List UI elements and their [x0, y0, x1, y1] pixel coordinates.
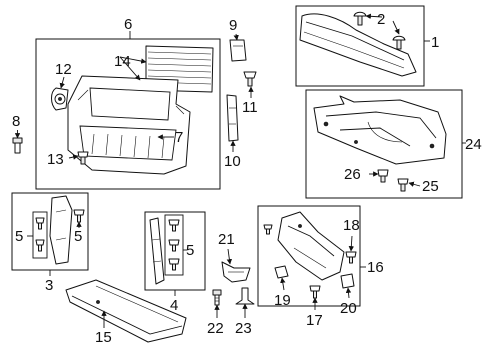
screw-set-5c [164, 214, 187, 276]
callout-20: 20 [340, 300, 357, 317]
bolt-25 [397, 178, 421, 192]
callout-6: 6 [124, 16, 132, 33]
callout-22: 22 [207, 320, 224, 337]
group-box-1 [295, 5, 430, 87]
callout-25: 25 [422, 178, 439, 195]
callout-11: 11 [242, 99, 258, 116]
callout-13: 13 [47, 151, 64, 168]
clip-20 [340, 273, 355, 299]
callout-7: 7 [175, 129, 183, 146]
bracket-10 [226, 94, 239, 152]
callout-3: 3 [45, 277, 53, 294]
callout-18: 18 [343, 217, 360, 234]
radiator-support-frame-7 [67, 75, 191, 175]
callout-23: 23 [235, 320, 252, 337]
callout-16: 16 [367, 259, 384, 276]
callout-2: 2 [377, 11, 385, 28]
bolt-8 [12, 130, 23, 154]
callout-9: 9 [229, 17, 237, 34]
deflector-4 [149, 217, 165, 285]
bracket-21 [221, 248, 251, 283]
callout-19: 19 [274, 292, 291, 309]
push-pin-2 [353, 11, 406, 50]
screw-17 [309, 285, 321, 310]
group-box-4 [144, 211, 206, 296]
group-box-6 [35, 31, 221, 190]
group-box-16 [257, 205, 366, 307]
callout-5-right: 5 [186, 242, 194, 259]
callout-14: 14 [114, 53, 131, 70]
pin-18 [345, 235, 357, 264]
callout-1: 1 [431, 34, 439, 51]
clip-26 [369, 169, 389, 183]
screw-5b [73, 209, 85, 228]
callout-labels: 1 2 3 4 5 5 5 6 7 8 9 10 11 12 13 14 15 … [12, 11, 482, 346]
callout-26: 26 [344, 166, 361, 183]
callout-21: 21 [218, 231, 235, 248]
screw-11 [243, 71, 257, 98]
stud-22 [212, 289, 222, 318]
clip-23 [235, 287, 255, 318]
callout-17: 17 [306, 312, 323, 329]
lower-splash-shield-24 [313, 95, 447, 165]
upper-shield-1 [299, 13, 417, 77]
air-deflector-15 [65, 279, 187, 343]
callout-24: 24 [465, 136, 482, 153]
deflector-3 [49, 195, 73, 265]
group-box-24 [305, 89, 466, 199]
screw-set-5a [27, 211, 48, 259]
callout-8: 8 [12, 113, 20, 130]
actuator-12 [51, 87, 69, 111]
side-shield-16 [277, 211, 345, 281]
callout-4: 4 [170, 297, 178, 314]
callout-10: 10 [224, 153, 241, 170]
pin-16-left [263, 224, 273, 235]
group-box-3 [11, 192, 89, 276]
callout-15: 15 [95, 329, 112, 346]
screw-13 [77, 151, 89, 165]
callout-5-left: 5 [15, 228, 23, 245]
callout-lines-group-6 [59, 56, 174, 160]
callout-12: 12 [55, 61, 72, 78]
clip-9 [229, 33, 247, 62]
clip-19 [274, 265, 289, 291]
callout-5-mid: 5 [74, 228, 82, 245]
